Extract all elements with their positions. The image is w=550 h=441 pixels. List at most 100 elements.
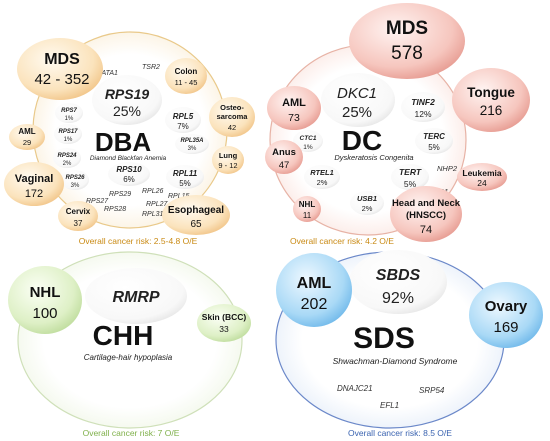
dc-hnscc-bubble (390, 186, 462, 242)
sds-ovary-value: 169 (493, 319, 518, 336)
dba-gene-rps27: RPS27 (86, 198, 109, 205)
dba-rpl35a-name: RPL35A (180, 138, 203, 144)
dba-rps19-bubble (92, 75, 162, 125)
dba-rps17-value: 1% (64, 137, 73, 143)
dba-vaginal-bubble (4, 162, 64, 206)
dc-leukemia-name: Leukemia (462, 168, 501, 178)
dba-esophageal-name: Esophageal (168, 205, 224, 216)
dba-rps26-value: 3% (71, 183, 80, 189)
dc-ctc1-bubble (293, 130, 323, 152)
dba-rpl5-value: 7% (177, 122, 189, 131)
dc-anus-value: 47 (279, 160, 290, 171)
dc-tinf2-value: 12% (414, 109, 431, 119)
dba-rps19-value: 25% (113, 103, 141, 119)
dba-rps10-bubble (108, 162, 150, 186)
dba-aml-bubble (9, 124, 45, 150)
sds-title: SDS (353, 322, 415, 355)
chh-nhl-bubble (8, 266, 82, 334)
dba-gene-rps28: RPS28 (104, 206, 126, 213)
dba-rpl11-bubble (166, 165, 204, 189)
dc-ctc1-value: 1% (303, 144, 313, 151)
dba-cervix-bubble (58, 201, 98, 231)
dc-tongue-name: Tongue (467, 85, 515, 100)
dba-colon-bubble (165, 58, 207, 94)
dba-rpl5-name: RPL5 (173, 112, 194, 121)
chh-skin-bubble (197, 304, 251, 342)
dc-subtitle: Dyskeratosis Congenita (334, 153, 413, 162)
dba-rps7-value: 1% (65, 116, 74, 122)
dba-colon-value: 11 - 45 (175, 78, 198, 87)
sds-risk-label: Overall cancer risk: 8.5 O/E (348, 428, 452, 438)
dba-aml-name: AML (18, 127, 35, 136)
dba-rpl11-value: 5% (179, 179, 191, 188)
dc-terc-bubble (415, 128, 453, 154)
sds-subtitle: Shwachman-Diamond Syndrome (333, 356, 458, 366)
dba-esophageal-value: 65 (190, 219, 202, 230)
dba-osteosarcoma-bubble (209, 97, 255, 137)
dba-osteosarcoma-name-2: sarcoma (217, 112, 249, 121)
dc-hnscc-value: 74 (420, 224, 432, 236)
dc-aml-bubble (267, 86, 321, 130)
chh-nhl-name: NHL (30, 284, 61, 301)
dba-esophageal-bubble (162, 195, 230, 235)
sds-panel: SBDS 92% SDS Shwachman-Diamond Syndrome … (275, 250, 543, 438)
dba-rps24-name: RPS24 (57, 153, 77, 159)
dc-usb1-name: USB1 (357, 194, 377, 203)
dc-mds-value: 578 (391, 43, 423, 64)
dc-mds-name: MDS (386, 18, 428, 39)
dba-osteosarcoma-name-1: Osteo- (220, 103, 244, 112)
chh-nhl-value: 100 (32, 305, 57, 322)
dba-cervix-value: 37 (74, 219, 83, 228)
sds-sbds-bubble (349, 250, 447, 314)
dc-aml-value: 73 (288, 112, 300, 124)
dba-title: DBA (95, 127, 152, 157)
sds-aml-name: AML (297, 275, 332, 292)
dc-gene-nhp2: NHP2 (437, 164, 458, 173)
dba-rps26-bubble (61, 170, 89, 190)
dc-nhl-bubble (293, 196, 321, 222)
sds-sbds-value: 92% (382, 290, 414, 307)
dba-rpl35a-value: 3% (188, 146, 197, 152)
dba-rps17-bubble (54, 124, 82, 144)
chh-skin-name: Skin (BCC) (202, 312, 247, 322)
dba-gene-gata1: GATA1 (96, 70, 118, 77)
dc-terc-name: TERC (423, 132, 445, 141)
dba-gene-rpl26: RPL26 (142, 188, 164, 195)
dba-rps10-name: RPS10 (116, 165, 142, 174)
dc-risk-label: Overall cancer risk: 4.2 O/E (290, 236, 394, 246)
dba-subtitle: Diamond Blackfan Anemia (90, 155, 167, 162)
dc-aml-name: AML (282, 97, 306, 109)
dba-vaginal-name: Vaginal (15, 173, 54, 185)
dc-hnscc-name-2: (HNSCC) (406, 210, 446, 221)
dba-panel: RPS19 25% RPL5 7% RPL35A 3% RPL11 5% RPS… (4, 31, 255, 246)
dba-rps24-bubble (53, 148, 81, 168)
dc-tert-value: 5% (404, 179, 417, 189)
dc-tert-name: TERT (399, 167, 422, 177)
dc-dkc1-value: 25% (342, 104, 372, 121)
dc-ctc1-name: CTC1 (300, 135, 317, 142)
dc-mds-bubble (349, 3, 465, 79)
sds-aml-value: 202 (301, 296, 328, 313)
dba-mds-value: 42 - 352 (34, 71, 89, 88)
dba-osteosarcoma-value: 42 (228, 123, 236, 132)
dba-rpl11-name: RPL11 (173, 169, 198, 178)
dc-tongue-bubble (452, 68, 530, 132)
dba-gene-rpl27: RPL27 (146, 201, 169, 208)
chh-panel: RMRP CHH Cartilage-hair hypoplasia NHL 1… (8, 251, 251, 438)
sds-gene-dnajc21: DNAJC21 (337, 384, 373, 393)
dc-dkc1-name: DKC1 (337, 85, 377, 102)
dc-leukemia-bubble (457, 163, 507, 191)
dba-cervix-name: Cervix (66, 207, 91, 216)
dba-rps19-name: RPS19 (105, 86, 150, 102)
dba-gene-tsr2: TSR2 (142, 64, 160, 71)
dc-terc-value: 5% (428, 143, 440, 152)
sds-gene-efl1: EFL1 (380, 401, 399, 410)
dba-colon-name: Colon (175, 67, 198, 76)
sds-ovary-name: Ovary (485, 298, 528, 315)
dc-rtel1-value: 2% (317, 178, 328, 187)
dc-tinf2-name: TINF2 (411, 97, 435, 107)
dba-lung-name: Lung (219, 151, 238, 160)
dba-gene-rpl15: RPL15 (168, 193, 190, 200)
dc-anus-bubble (265, 140, 303, 174)
